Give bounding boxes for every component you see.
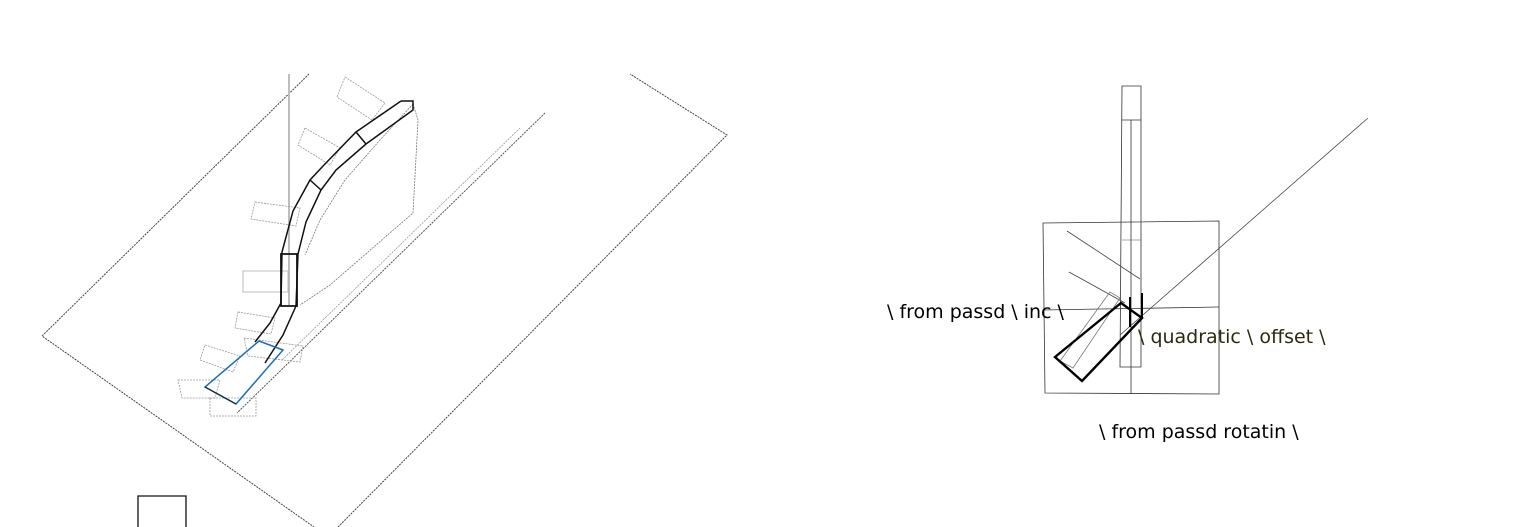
rotation-view	[1042, 85, 1369, 395]
rotated-rect	[1053, 301, 1144, 383]
ghost-box	[336, 76, 386, 121]
tall-column	[1119, 85, 1142, 368]
ghost-box	[250, 201, 301, 227]
ghost-box	[242, 270, 289, 293]
slab-shadow-edge	[204, 386, 237, 405]
track-block	[280, 253, 298, 307]
pivot-marker	[1129, 293, 1143, 327]
label-quadratic-offset: \ quadratic \ offset \	[1138, 326, 1326, 348]
ground-plane-outline	[41, 73, 728, 527]
perspective-view	[41, 73, 728, 527]
ghost-box	[199, 344, 241, 373]
label-from-passd-rotatin: \ from passd rotatin \	[1099, 421, 1299, 443]
label-from-passd-inc: \ from passd \ inc \	[887, 301, 1064, 323]
track-segment	[309, 179, 322, 191]
curved-wall-panel	[299, 103, 419, 306]
hint-line	[1066, 230, 1141, 280]
track-strip-line-2	[281, 127, 521, 361]
hint-line	[1068, 271, 1126, 304]
ghost-boxes	[177, 76, 386, 417]
ghost-box	[177, 379, 221, 399]
ghost-rotated-rect	[1059, 291, 1121, 369]
track-segment	[355, 131, 367, 145]
ghost-box	[234, 311, 276, 335]
corner-box	[137, 495, 187, 527]
track-strip-line	[236, 112, 546, 414]
track-edge-inner	[254, 100, 402, 343]
highlighted-slab	[203, 340, 285, 405]
rotation-ray	[1119, 117, 1369, 336]
ghost-box	[297, 127, 341, 166]
frame-square	[1042, 220, 1220, 395]
curved-track	[254, 100, 414, 364]
ghost-box	[243, 337, 304, 363]
